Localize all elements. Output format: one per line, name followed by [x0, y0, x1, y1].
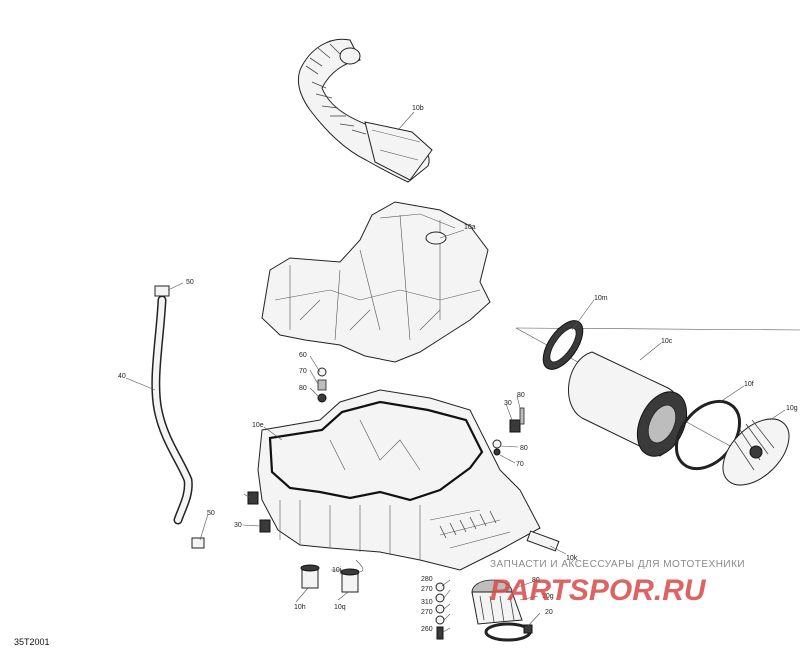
callout-50-bottom: 50: [207, 510, 215, 517]
callout-30-left: 30: [234, 522, 242, 529]
callout-10b: 10b: [412, 105, 424, 112]
callout-10a: 10a: [464, 224, 476, 231]
callout-50-top: 50: [186, 279, 194, 286]
callout-60: 60: [299, 352, 307, 359]
callout-40: 40: [118, 373, 126, 380]
callout-10g-bottom: 10g: [542, 593, 554, 600]
callout-280: 280: [421, 576, 433, 583]
watermark-brand: PARTSPOR.RU: [490, 574, 707, 607]
callout-10m: 10m: [594, 295, 608, 302]
callout-80-right-top: 80: [517, 392, 525, 399]
callout-30-right: 30: [504, 400, 512, 407]
watermark-caption: ЗАПЧАСТИ И АКСЕССУАРЫ ДЛЯ МОТОТЕХНИКИ: [490, 559, 745, 570]
callout-80-left: 80: [299, 385, 307, 392]
callout-10k: 10k: [566, 555, 578, 562]
callout-10f: 10f: [744, 381, 754, 388]
airbox-base-part: [247, 367, 541, 571]
intake-duct-part: [297, 38, 433, 183]
callout-70-right: 70: [516, 461, 524, 468]
outlet-sleeve-part: [435, 530, 560, 642]
callout-leader-lines: [125, 111, 786, 633]
callout-80-right: 80: [520, 445, 528, 452]
callout-10e: 10e: [252, 422, 264, 429]
callout-20: 20: [545, 609, 553, 616]
drain-caps-part: [300, 559, 364, 593]
callout-10h: 10h: [294, 604, 306, 611]
callout-270-bottom: 270: [421, 609, 433, 616]
callout-260: 260: [421, 626, 433, 633]
airbox-cover-part: [261, 201, 491, 363]
callout-10c: 10c: [661, 338, 673, 345]
air-filter-assembly-part: [515, 320, 800, 486]
breather-hose-part: [151, 285, 205, 549]
callout-80-bottom: 80: [532, 577, 540, 584]
callout-10j: 10j: [332, 567, 342, 574]
callout-310: 310: [421, 599, 433, 606]
callout-270-top: 270: [421, 586, 433, 593]
callout-10g-right: 10g: [786, 405, 798, 412]
callout-labels: 10b 10a 50 40 60 70 80 10e 80 30 80 70 5…: [118, 105, 798, 633]
callout-70-left: 70: [299, 368, 307, 375]
watermark: ЗАПЧАСТИ И АКСЕССУАРЫ ДЛЯ МОТОТЕХНИКИ PA…: [490, 559, 745, 607]
diagram-code: 35T2001: [14, 637, 50, 647]
callout-10q: 10q: [334, 604, 346, 611]
